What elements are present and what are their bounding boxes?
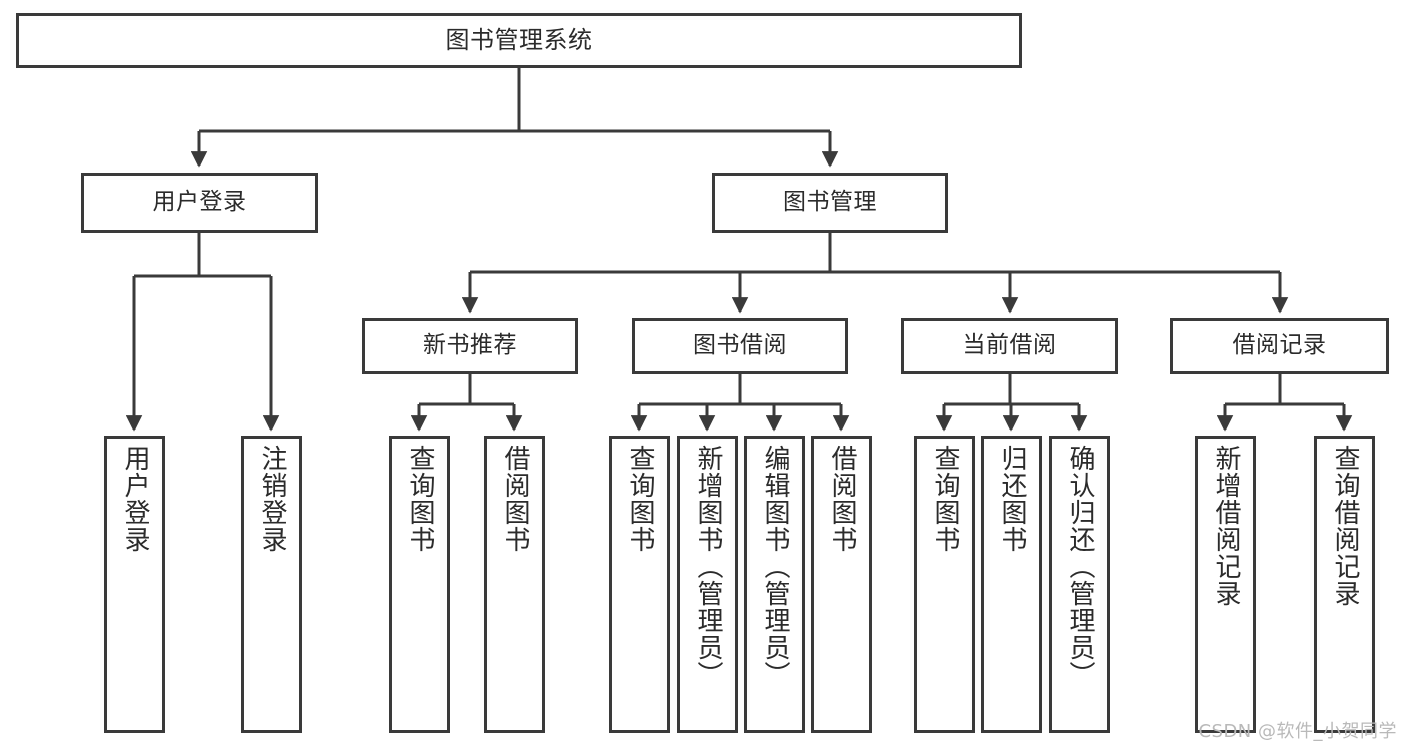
node-book-manage-label: 图书管理 xyxy=(783,189,877,216)
node-leaf-current-confirm[interactable]: 确认归还（管理员） xyxy=(1049,436,1110,733)
node-root[interactable]: 图书管理系统 xyxy=(16,13,1022,68)
node-leaf-record-query-label: 查询借阅记录 xyxy=(1330,445,1361,607)
node-leaf-user-logout-label: 注销登录 xyxy=(257,445,288,553)
node-leaf-record-add-label: 新增借阅记录 xyxy=(1211,445,1242,607)
node-current-borrow-label: 当前借阅 xyxy=(962,332,1057,359)
node-leaf-record-query[interactable]: 查询借阅记录 xyxy=(1314,436,1375,733)
node-leaf-recommend-borrow-label: 借阅图书 xyxy=(500,445,531,553)
node-leaf-borrow-take-label: 借阅图书 xyxy=(827,445,858,553)
node-leaf-user-login[interactable]: 用户登录 xyxy=(104,436,165,733)
node-leaf-current-query[interactable]: 查询图书 xyxy=(914,436,975,733)
node-leaf-borrow-query-label: 查询图书 xyxy=(625,445,656,553)
node-leaf-borrow-edit-label: 编辑图书（管理员） xyxy=(760,445,791,688)
node-leaf-borrow-take[interactable]: 借阅图书 xyxy=(811,436,872,733)
node-leaf-current-query-label: 查询图书 xyxy=(930,445,961,553)
node-new-book-recommend-label: 新书推荐 xyxy=(423,332,517,359)
node-borrow-record[interactable]: 借阅记录 xyxy=(1170,318,1389,374)
node-new-book-recommend[interactable]: 新书推荐 xyxy=(362,318,578,374)
node-user-login-label: 用户登录 xyxy=(152,189,247,216)
node-leaf-recommend-query-label: 查询图书 xyxy=(405,445,436,553)
node-leaf-current-return[interactable]: 归还图书 xyxy=(981,436,1042,733)
node-leaf-recommend-query[interactable]: 查询图书 xyxy=(389,436,450,733)
node-book-borrow[interactable]: 图书借阅 xyxy=(632,318,848,374)
node-leaf-current-return-label: 归还图书 xyxy=(997,445,1028,553)
node-root-label: 图书管理系统 xyxy=(445,26,593,55)
node-book-borrow-label: 图书借阅 xyxy=(693,332,787,359)
node-leaf-user-login-label: 用户登录 xyxy=(120,445,151,553)
node-borrow-record-label: 借阅记录 xyxy=(1232,332,1327,359)
node-leaf-borrow-add[interactable]: 新增图书（管理员） xyxy=(677,436,738,733)
node-leaf-recommend-borrow[interactable]: 借阅图书 xyxy=(484,436,545,733)
node-leaf-user-logout[interactable]: 注销登录 xyxy=(241,436,302,733)
node-leaf-borrow-edit[interactable]: 编辑图书（管理员） xyxy=(744,436,805,733)
node-leaf-current-confirm-label: 确认归还（管理员） xyxy=(1065,445,1096,688)
csdn-watermark: CSDN @软件_小贺同学 xyxy=(1198,721,1397,742)
node-book-manage[interactable]: 图书管理 xyxy=(712,173,948,233)
node-user-login[interactable]: 用户登录 xyxy=(81,173,318,233)
node-leaf-record-add[interactable]: 新增借阅记录 xyxy=(1195,436,1256,733)
node-leaf-borrow-add-label: 新增图书（管理员） xyxy=(693,445,724,688)
node-current-borrow[interactable]: 当前借阅 xyxy=(901,318,1118,374)
node-leaf-borrow-query[interactable]: 查询图书 xyxy=(609,436,670,733)
